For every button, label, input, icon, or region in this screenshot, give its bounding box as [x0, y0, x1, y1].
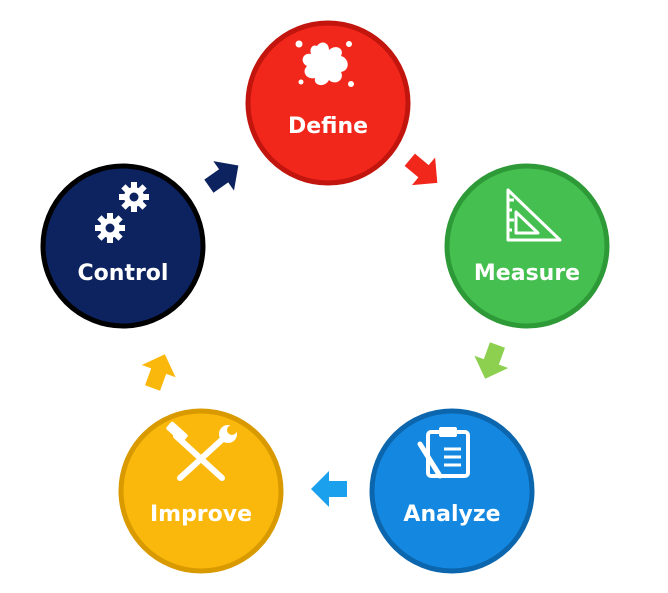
- arrow-control-to-define: [204, 161, 239, 193]
- stage-circle: [245, 20, 411, 186]
- arrow-improve-to-control: [141, 354, 176, 391]
- stage-circle: [444, 163, 610, 329]
- stage-circle: [40, 163, 206, 329]
- stage-circle: [369, 408, 535, 574]
- tools-icon: [166, 421, 237, 481]
- stage-define: Define: [245, 20, 411, 186]
- stage-label-control: Control: [78, 261, 169, 286]
- set-square-icon: [506, 188, 562, 242]
- stage-analyze: Analyze: [369, 408, 535, 574]
- arrow-analyze-to-improve: [311, 471, 347, 507]
- arrow-shape: [311, 471, 347, 507]
- arrow-shape: [141, 354, 176, 391]
- stage-label-improve: Improve: [150, 502, 252, 527]
- stage-improve: Improve: [118, 408, 284, 574]
- clipboard-icon: [417, 427, 470, 479]
- stage-label-measure: Measure: [474, 261, 580, 286]
- arrow-measure-to-analyze: [474, 342, 509, 379]
- gears-icon: [95, 182, 149, 243]
- splash-icon: [295, 40, 354, 87]
- arrow-define-to-measure: [404, 153, 438, 186]
- stage-circle: [118, 408, 284, 574]
- arrow-shape: [204, 161, 239, 193]
- arrow-shape: [404, 153, 438, 186]
- stage-measure: Measure: [444, 163, 610, 329]
- stage-label-define: Define: [288, 114, 368, 139]
- arrow-shape: [474, 342, 509, 379]
- stage-label-analyze: Analyze: [403, 502, 500, 527]
- stage-control: Control: [40, 163, 206, 329]
